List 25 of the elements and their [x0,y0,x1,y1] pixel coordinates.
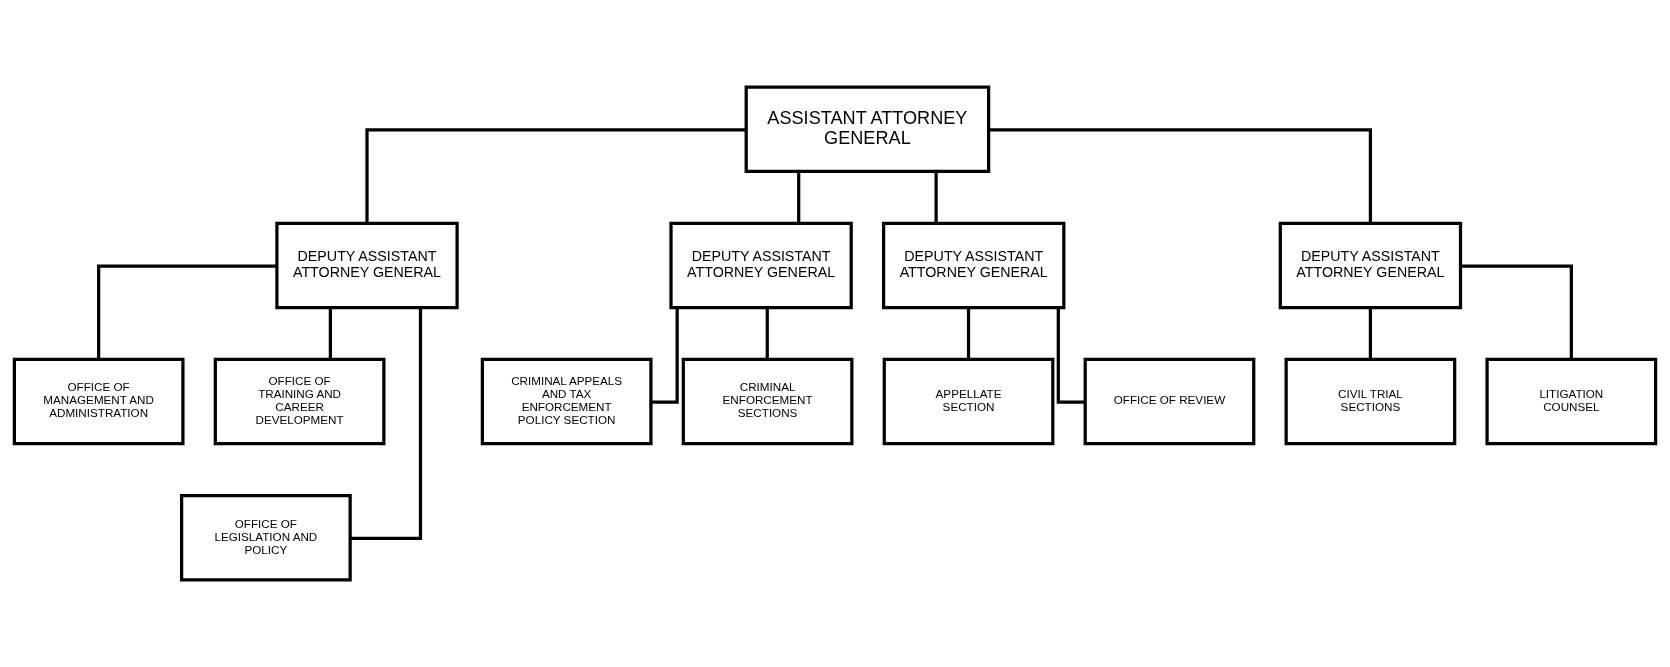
node-box: DEPUTY ASSISTANT ATTORNEY GENERAL [1278,221,1463,310]
node-box: OFFICE OF MANAGEMENT AND ADMINISTRATION [12,357,185,446]
node-box: OFFICE OF REVIEW [1083,357,1256,446]
connector [328,307,332,360]
connector [1460,264,1573,360]
node-box: OFFICE OF TRAINING AND CAREER DEVELOPMENT [213,357,386,446]
node-box: DEPUTY ASSISTANT ATTORNEY GENERAL [275,221,459,310]
node-box: ASSISTANT ATTORNEY GENERAL [744,85,991,174]
node-box: OFFICE OF LEGISLATION AND POLICY [180,493,352,582]
node-box: LITIGATION COUNSEL [1485,357,1658,446]
connector [989,128,1373,223]
node-box: DEPUTY ASSISTANT ATTORNEY GENERAL [669,221,853,310]
connector [97,264,277,360]
node-box: CRIMINAL ENFORCEMENT SECTIONS [681,357,854,446]
connector [1368,307,1373,360]
connector [765,307,769,360]
node-box: CRIMINAL APPEALS AND TAX ENFORCEMENT POLICY SECTION [480,357,653,446]
connector [797,171,801,224]
connector [365,128,746,223]
node-box: DEPUTY ASSISTANT ATTORNEY GENERAL [882,221,1066,310]
node-box: CIVIL TRIAL SECTIONS [1284,357,1457,446]
node-box: APPELLATE SECTION [882,357,1055,446]
connector [350,308,423,540]
connector [934,171,938,224]
connector [966,307,971,360]
